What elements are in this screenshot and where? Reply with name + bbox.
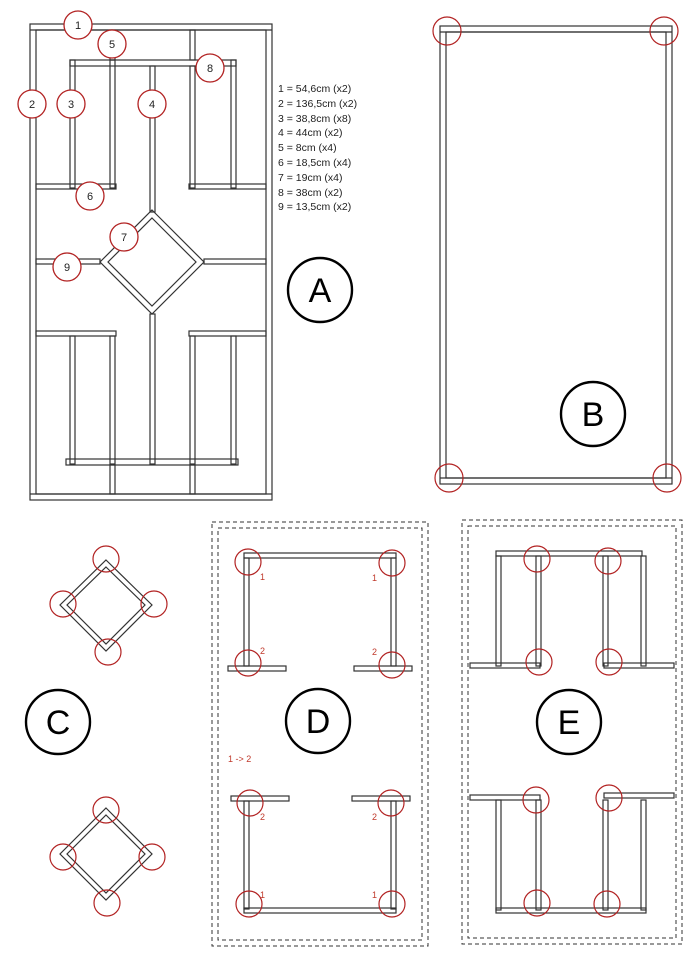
cut-list-item: 5 = 8cm (x4) [278,142,337,155]
step-label: 2 [260,812,265,822]
panel-label-c: C [46,704,71,742]
panel-label-b: B [582,396,605,434]
cut-list: 1 = 54,6cm (x2) 2 = 136,5cm (x2) 3 = 38,… [278,82,357,215]
callout-label: 6 [87,191,93,203]
part-callouts: 1 5 8 2 3 4 6 7 9 [17,10,225,282]
callout-label: 2 [29,99,35,111]
step-label: 2 [260,646,265,656]
callout-label: 1 [75,20,81,32]
panel-label-e: E [558,704,581,742]
order-note: 1 -> 2 [228,754,251,764]
callout-label: 8 [207,63,213,75]
panel-e-bracket-assembly [461,519,683,945]
panel-d-step-notes: 1 1 2 2 2 2 1 1 1 -> 2 [228,572,377,900]
panel-label-d: D [306,703,331,741]
step-label: 2 [372,647,377,657]
callout-label: 9 [64,262,70,274]
callout-label: 5 [109,39,115,51]
cut-list-item: 3 = 38,8cm (x8) [278,112,352,125]
callout-label: 4 [149,99,155,111]
panel-c-diamond-assembly [49,545,168,917]
cut-list-item: 2 = 136,5cm (x2) [278,97,358,110]
panel-d-bracket-assembly [211,521,429,947]
cut-list-item: 9 = 13,5cm (x2) [278,201,352,214]
outer-frame-outline [29,23,273,501]
step-label: 1 [372,573,377,583]
cut-list-item: 7 = 19cm (x4) [278,171,343,184]
callout-label: 7 [121,232,127,244]
cut-list-item: 6 = 18,5cm (x4) [278,156,352,169]
step-label: 1 [260,572,265,582]
step-label: 1 [260,890,265,900]
step-label: 2 [372,812,377,822]
cut-list-item: 8 = 38cm (x2) [278,186,343,199]
cut-list-item: 4 = 44cm (x2) [278,127,343,140]
panel-labels: A B C D E [24,256,627,756]
cut-list-item: 1 = 54,6cm (x2) [278,83,352,95]
panel-b-outer-frame [432,16,682,493]
panel-label-a: A [309,272,332,310]
step-label: 1 [372,890,377,900]
callout-label: 3 [68,99,74,111]
panel-a-full-frame [29,23,273,501]
